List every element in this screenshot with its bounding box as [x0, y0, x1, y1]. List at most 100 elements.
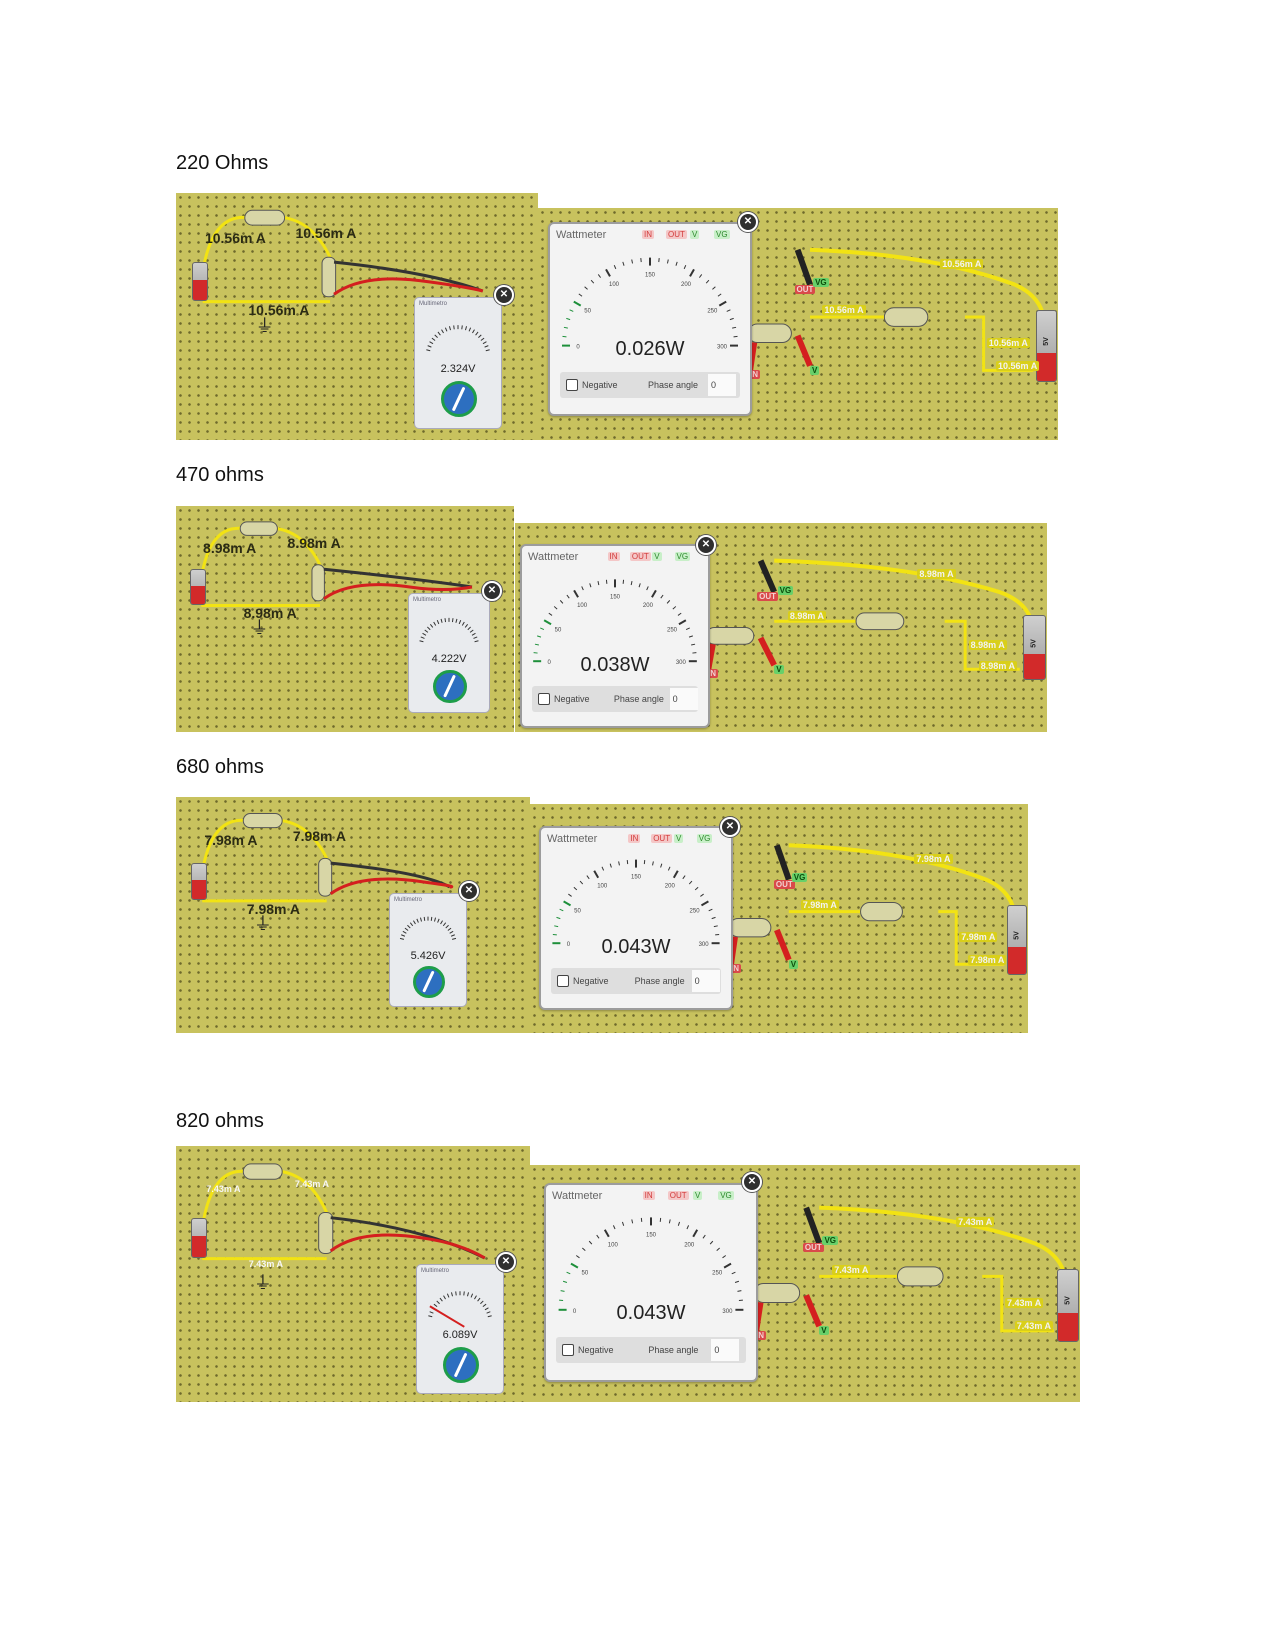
multimeter-tick [468, 327, 472, 332]
resistor-load [883, 307, 929, 327]
close-icon[interactable]: ✕ [742, 1172, 762, 1192]
probe-tag-out: OUT [757, 591, 779, 601]
close-icon[interactable]: ✕ [496, 1252, 516, 1272]
wattmeter-tick [688, 635, 693, 638]
phase-angle-label: Phase angle [613, 694, 664, 705]
close-icon[interactable]: ✕ [696, 535, 716, 555]
wattmeter-tick [609, 863, 612, 868]
resistor-top [239, 521, 278, 536]
current-label: 7.98m A [292, 827, 346, 844]
wattmeter-tick [731, 1271, 736, 1275]
left-circuit-wires [200, 1163, 486, 1261]
wattmeter-scale-label: 300 [676, 660, 687, 666]
close-icon[interactable]: ✕ [459, 881, 479, 901]
wattmeter-scale-label: 300 [699, 942, 710, 948]
multimeter-tick [426, 349, 431, 352]
wattmeter-tick [581, 586, 584, 591]
wattmeter-terminal: OUT [629, 552, 651, 561]
multimeter-tick [433, 621, 437, 626]
close-icon[interactable]: ✕ [738, 212, 758, 232]
wattmeter-tick [668, 1219, 671, 1224]
multimeter-tick [449, 930, 454, 934]
red-probe-wire [333, 277, 484, 296]
close-icon[interactable]: ✕ [482, 581, 502, 601]
wattmeter-scale-label: 150 [646, 1232, 657, 1238]
current-label: 7.43m A [1005, 1297, 1044, 1308]
phase-angle-input[interactable]: 0 [711, 1339, 740, 1362]
wattmeter-terminal: IN [642, 1191, 655, 1200]
wattmeter-terminal: V [690, 230, 700, 239]
close-icon[interactable]: ✕ [494, 285, 514, 305]
probe-tag-v: V [810, 365, 820, 375]
wattmeter-tick [621, 1221, 625, 1226]
selector-dial[interactable] [442, 1346, 479, 1384]
wattmeter-reading: 0.038W [580, 654, 650, 676]
resistor-input [705, 627, 755, 645]
multimeter-tick [440, 618, 443, 623]
wattmeter-scale-label: 150 [610, 594, 621, 600]
multimeter-tick [427, 345, 432, 348]
current-label: 7.98m A [800, 900, 839, 911]
phase-angle-input[interactable]: 0 [708, 374, 736, 397]
wattmeter-terminal: OUT [667, 1191, 689, 1200]
wattmeter-tick [553, 606, 558, 610]
wattmeter-tick [581, 1247, 586, 1252]
multimeter-title: Multimetro [413, 597, 442, 603]
wattmeter-tick [717, 293, 722, 297]
negative-checkbox[interactable] [538, 693, 550, 706]
wattmeter-tick [593, 870, 600, 879]
multimeter-tick [475, 331, 479, 336]
selector-dial[interactable] [412, 965, 445, 998]
wattmeter-terminal: V [693, 1191, 703, 1200]
wattmeter-tick [723, 1262, 732, 1269]
multimeter-tick [402, 930, 407, 934]
selector-dial[interactable] [440, 381, 477, 418]
multimeter-tick [444, 618, 447, 623]
negative-checkbox[interactable] [562, 1344, 574, 1357]
multimeter-tick [430, 916, 433, 921]
wattmeter-tick [566, 317, 571, 321]
phase-angle-input[interactable]: 0 [669, 688, 698, 711]
battery-cap [1058, 1312, 1078, 1342]
phase-angle-input[interactable]: 0 [691, 970, 720, 993]
wattmeter-tick [579, 880, 584, 885]
wattmeter-scale-label: 150 [631, 875, 642, 881]
right-battery: 5V [1007, 904, 1027, 976]
multimeter-scale [426, 325, 490, 352]
wattmeter-scale-label: 250 [712, 1271, 723, 1277]
negative-checkbox[interactable] [557, 975, 569, 988]
wattmeter-scale-label: 50 [574, 908, 581, 914]
battery-label: 5V [1064, 1296, 1072, 1306]
resistor-side [321, 256, 337, 298]
current-label: 7.43m A [248, 1258, 283, 1269]
probe-tag-in: IN [729, 964, 741, 974]
ground-icon: ⏚ [250, 618, 269, 638]
wattmeter-terminal: VG [714, 230, 730, 239]
wattmeter-tick [630, 581, 633, 586]
wattmeter-tick [688, 880, 693, 885]
wattmeter-tick [563, 326, 568, 329]
selector-dial[interactable] [433, 669, 467, 704]
ground-icon: ⏚ [255, 315, 274, 336]
current-label: 10.56m A [248, 301, 310, 318]
wattmeter-tick [589, 583, 592, 588]
left-battery [191, 863, 208, 901]
negative-checkbox[interactable] [566, 379, 578, 392]
resistor-side [318, 857, 333, 897]
close-icon[interactable]: ✕ [720, 817, 740, 837]
multimeter-tick [486, 1311, 491, 1314]
wattmeter-tick [700, 893, 704, 897]
multimeter-tick [407, 924, 411, 929]
multimeter-tick [455, 1291, 457, 1296]
multimeter-tick [422, 632, 427, 636]
